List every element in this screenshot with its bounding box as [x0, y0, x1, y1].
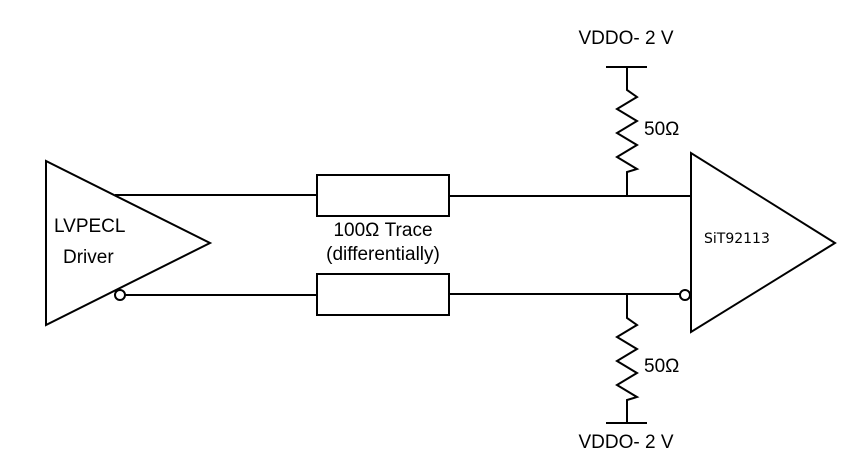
receiver-inverting-bubble [679, 289, 691, 301]
driver-inverting-bubble [114, 289, 126, 301]
top-termination-resistor [615, 67, 640, 196]
trace-label-line1: 100Ω Trace [333, 220, 432, 241]
top-resistor-value: 50Ω [644, 119, 679, 140]
receiver-label: SiT92113 [704, 231, 770, 247]
bottom-termination-resistor [615, 294, 640, 423]
top-supply-label: VDDO- 2 V [578, 28, 673, 49]
receiver-buffer [690, 151, 837, 334]
driver-label-line2: Driver [63, 247, 114, 268]
bottom-trace-impedance [316, 273, 450, 316]
bottom-supply-label: VDDO- 2 V [578, 432, 673, 453]
driver-buffer [45, 159, 213, 327]
driver-label-line1: LVPECL [54, 216, 125, 237]
trace-label-line2: (differentially) [326, 244, 440, 265]
top-trace-impedance [316, 174, 450, 217]
bottom-resistor-value: 50Ω [644, 356, 679, 377]
